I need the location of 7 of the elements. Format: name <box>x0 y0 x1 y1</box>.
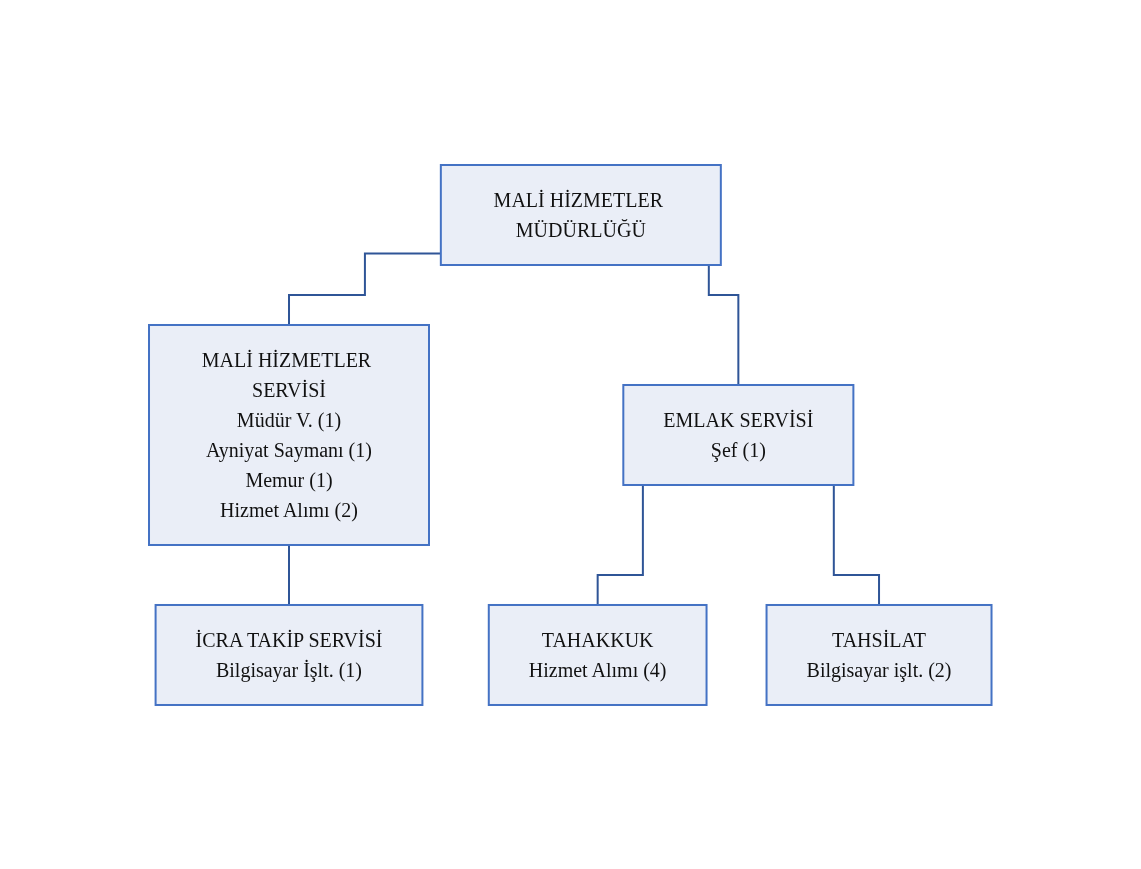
node-box: İCRA TAKİP SERVİSİ Bilgisayar İşlt. (1) <box>154 603 424 706</box>
connector <box>288 543 291 606</box>
node-box: EMLAK SERVİSİ Şef (1) <box>622 383 855 486</box>
node-box: MALİ HİZMETLER MÜDÜRLÜĞÜ <box>440 163 723 266</box>
node-box: TAHAKKUK Hizmet Alımı (4) <box>488 603 708 706</box>
node-box: TAHSİLAT Bilgisayar işlt. (2) <box>765 603 993 706</box>
node-box: MALİ HİZMETLER SERVİSİ Müdür V. (1) Ayniyat Saymanı (1) Memur (1) Hizmet Alımı (2) <box>148 323 431 546</box>
